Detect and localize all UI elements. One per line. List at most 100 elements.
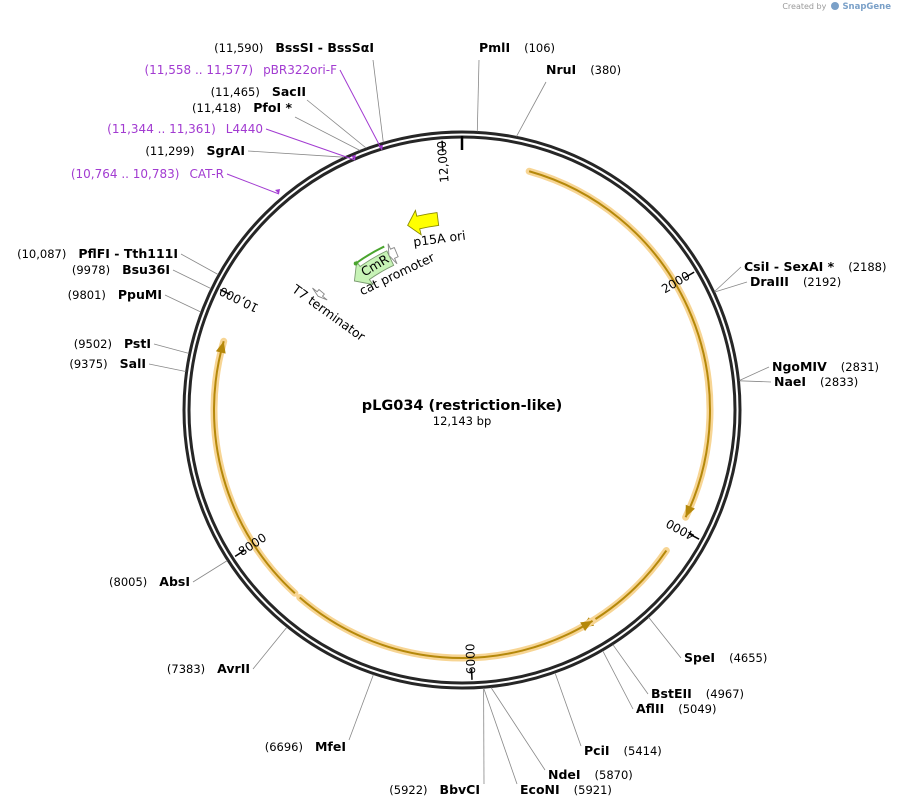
orf-arc[interactable] <box>577 547 670 631</box>
feature-shape <box>407 209 440 236</box>
leader-line <box>648 617 682 659</box>
leader-line <box>739 380 772 383</box>
feature-p15a-ori[interactable] <box>407 209 440 236</box>
leader-line <box>554 672 582 747</box>
enzyme-name: SalI <box>120 356 146 371</box>
enzyme-site-sali[interactable]: SalI(9375) <box>69 356 146 371</box>
feature-t7-terminator[interactable] <box>312 287 328 301</box>
orf-arc[interactable] <box>525 167 714 521</box>
enzyme-position: (5922) <box>389 783 427 797</box>
primer-name: L4440 <box>226 122 263 136</box>
enzyme-position: (6696) <box>265 740 303 754</box>
orf-glow <box>577 547 670 631</box>
enzyme-site-avrii[interactable]: AvrII(7383) <box>167 661 250 676</box>
backbone-tick <box>684 271 695 279</box>
leader-line <box>247 150 345 158</box>
orf-arc[interactable] <box>210 337 299 597</box>
leader-line <box>172 269 211 289</box>
enzyme-position: (380) <box>590 63 621 77</box>
enzyme-position: (4967) <box>706 687 744 701</box>
enzyme-position: (10,087) <box>17 247 66 261</box>
leader-line <box>602 650 634 710</box>
enzyme-site-bsu36i[interactable]: Bsu36I(9978) <box>72 262 170 277</box>
enzyme-site-aflii[interactable]: AflII(5049) <box>636 701 717 716</box>
primer-position: (11,344 .. 11,361) <box>107 122 216 136</box>
primer-arrow-icon <box>378 145 383 150</box>
enzyme-position: (2831) <box>841 360 879 374</box>
leader-line <box>192 560 228 583</box>
leader-line <box>252 626 288 670</box>
enzyme-name: PflFI - Tth111I <box>78 246 178 261</box>
enzyme-position: (2188) <box>848 260 886 274</box>
enzyme-site-bbvci[interactable]: BbvCI(5922) <box>389 782 480 797</box>
primer-position: (11,558 .. 11,577) <box>144 63 253 77</box>
backbone-tick-label: 6000 <box>463 643 478 674</box>
orf-layer <box>210 167 714 662</box>
enzyme-position: (5870) <box>595 768 633 782</box>
enzyme-position: (11,465) <box>211 85 260 99</box>
leader-line <box>739 366 770 381</box>
primer-l4440[interactable]: L4440 (11,344 .. 11,361) <box>107 122 263 136</box>
enzyme-site-bsssi-bsss-i[interactable]: BssSI - BssSαI(11,590) <box>214 40 374 55</box>
primer-pbr322ori-f[interactable]: pBR322ori-F(11,558 .. 11,577) <box>144 63 337 77</box>
enzyme-name: SpeI <box>684 650 715 665</box>
leader-line <box>714 281 748 293</box>
leader-line <box>348 674 374 741</box>
snapgene-credit: Created by SnapGene <box>782 2 891 12</box>
enzyme-site-ngomiv[interactable]: NgoMIV(2831) <box>772 359 879 374</box>
backbone-tick-label: 10,000 <box>217 284 261 315</box>
leader-line <box>148 363 186 372</box>
enzyme-name: SacII <box>272 84 306 99</box>
enzyme-site-econi[interactable]: EcoNI(5921) <box>520 782 612 797</box>
enzyme-site-ndei[interactable]: NdeI(5870) <box>548 767 633 782</box>
enzyme-site-nrui[interactable]: NruI(380) <box>546 62 621 77</box>
leader-line <box>306 99 367 149</box>
enzyme-site-spei[interactable]: SpeI(4655) <box>684 650 767 665</box>
enzyme-position: (7383) <box>167 662 205 676</box>
enzyme-name: MfeI <box>315 739 346 754</box>
feature-shape <box>387 243 399 265</box>
enzyme-site-sacii[interactable]: SacII (11,465) <box>211 84 306 99</box>
cmr-outline-tip <box>353 261 358 266</box>
enzyme-name: SgrAI <box>207 143 245 158</box>
enzyme-site-mfei[interactable]: MfeI (6696) <box>265 739 346 754</box>
leader-line <box>476 59 480 132</box>
enzyme-site-draiii[interactable]: DraIII(2192) <box>750 274 841 289</box>
orf-glow <box>525 167 714 521</box>
feature-cat-promoter[interactable] <box>387 243 399 265</box>
primer-position: (10,764 .. 10,783) <box>71 167 180 181</box>
enzyme-site-ppumi[interactable]: PpuMI(9801) <box>68 287 162 302</box>
enzyme-site-pmli[interactable]: PmlI(106) <box>479 40 555 55</box>
primer-leader <box>226 173 280 195</box>
enzyme-name: PstI <box>124 336 151 351</box>
enzyme-site-pflfi-tth111i[interactable]: PflFI - Tth111I (10,087) <box>17 246 178 261</box>
enzyme-name: EcoNI <box>520 782 560 797</box>
primer-leader <box>265 128 356 161</box>
feature-label-p15a-ori: p15A ori <box>412 228 466 250</box>
backbone-tick <box>689 533 700 540</box>
primer-arrow-icon <box>275 189 280 194</box>
orf-arc[interactable] <box>296 594 597 662</box>
enzyme-site-pfoi[interactable]: PfoI *(11,418) <box>192 100 292 115</box>
label-layer: PmlI(106) NruI(380) CsiI - SexAI *(2188)Dr… <box>17 40 886 797</box>
backbone-tick-label: 4000 <box>664 516 698 543</box>
enzyme-site-csii-sexai[interactable]: CsiI - SexAI *(2188) <box>744 259 886 274</box>
orf-line <box>213 340 296 595</box>
primer-cat-r[interactable]: CAT-R(10,764 .. 10,783) <box>71 167 224 181</box>
enzyme-position: (106) <box>524 41 555 55</box>
enzyme-site-psti[interactable]: PstI (9502) <box>74 336 151 351</box>
leader-line <box>372 59 384 143</box>
plasmid-length: 12,143 bp <box>433 414 492 428</box>
orf-line <box>528 170 711 518</box>
enzyme-site-naei[interactable]: NaeI(2833) <box>774 374 858 389</box>
enzyme-site-sgrai[interactable]: SgrAI (11,299) <box>145 143 245 158</box>
enzyme-site-bsteii[interactable]: BstEII (4967) <box>651 686 744 701</box>
enzyme-name: BstEII <box>651 686 692 701</box>
enzyme-position: (5049) <box>678 702 716 716</box>
leader-line <box>483 688 518 785</box>
enzyme-position: (9502) <box>74 337 112 351</box>
enzyme-site-pcii[interactable]: PciI(5414) <box>584 743 662 758</box>
enzyme-site-absi[interactable]: AbsI(8005) <box>109 574 190 589</box>
enzyme-position: (11,299) <box>145 144 194 158</box>
